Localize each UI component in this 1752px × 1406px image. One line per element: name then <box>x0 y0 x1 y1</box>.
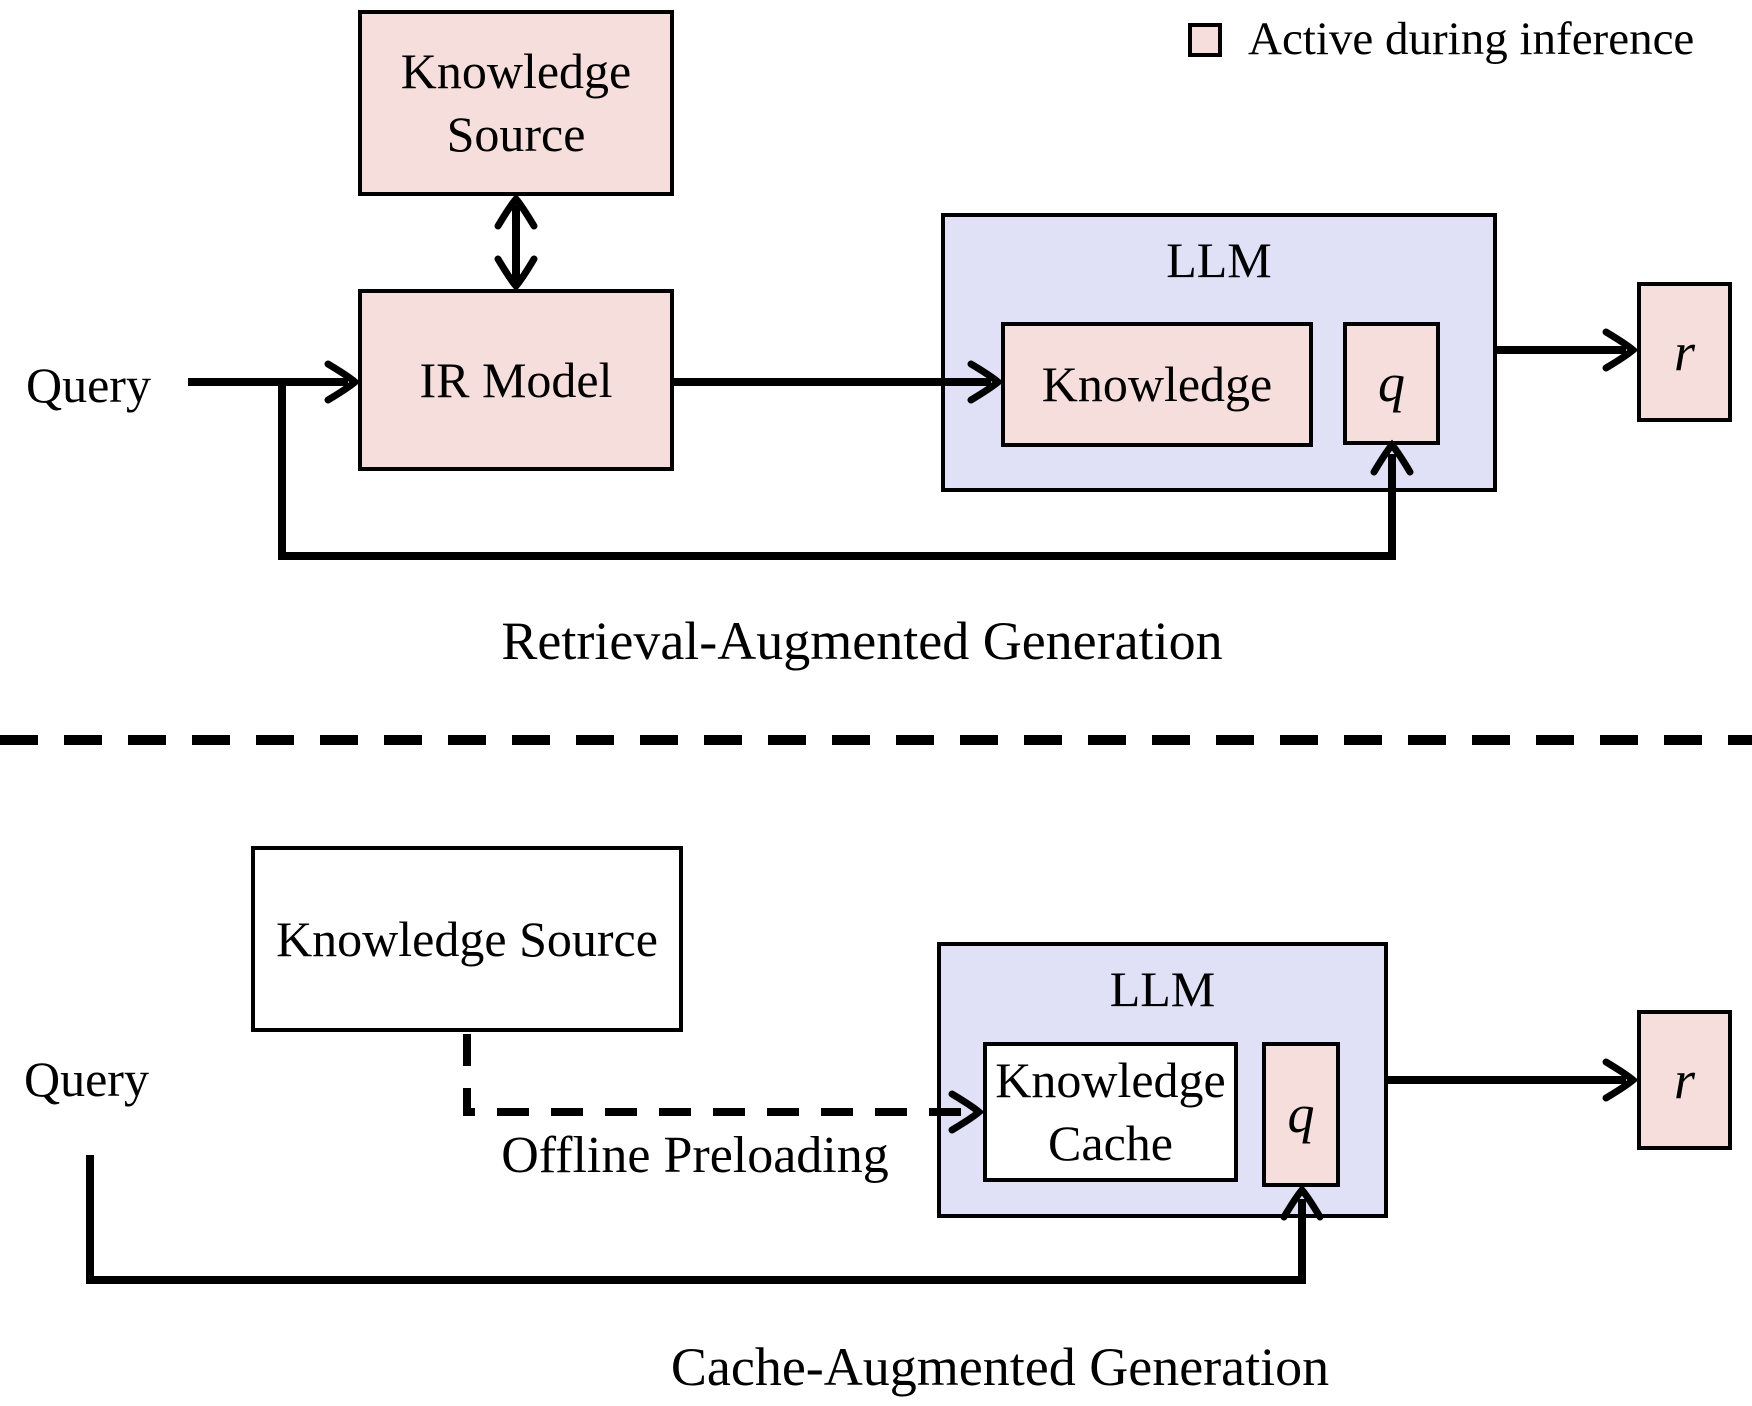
rag-llm-label: LLM <box>1166 232 1272 288</box>
rag-knowledge-label: Knowledge <box>1041 356 1273 412</box>
rag-ir-model-label: IR Model <box>419 351 613 408</box>
arrow-down-icon <box>494 255 538 292</box>
legend-label: Active during inference <box>1248 13 1695 65</box>
arrow-right-icon <box>1602 1058 1639 1102</box>
cag-query-label: Query <box>24 1051 149 1107</box>
rag-knowledge-box: Knowledge <box>1001 322 1313 447</box>
cag-response-box: r <box>1637 1010 1732 1150</box>
rag-knowledge-source-box: Knowledge Source <box>358 10 674 196</box>
arrow-right-icon <box>324 360 361 404</box>
cag-knowledge-source-label: Knowledge Source <box>276 910 658 967</box>
cag-offline-preloading-line <box>463 1034 972 1116</box>
arrow-right-icon <box>1602 328 1639 372</box>
cag-llm-label: LLM <box>1109 961 1216 1017</box>
cag-offline-preloading-label: Offline Preloading <box>501 1127 889 1184</box>
rag-section-title: Retrieval-Augmented Generation <box>501 611 1223 671</box>
arrow-up-icon <box>494 193 538 230</box>
cag-section-title: Cache-Augmented Generation <box>670 1337 1330 1397</box>
rag-response-label: r <box>1673 321 1695 382</box>
cag-knowledge-source-box: Knowledge Source <box>251 846 683 1032</box>
cag-knowledge-cache-label: Knowledge Cache <box>995 1052 1226 1171</box>
rag-ir-model-box: IR Model <box>358 289 674 471</box>
rag-query-token-box: q <box>1343 322 1440 445</box>
cag-query-token-label: q <box>1287 1084 1315 1145</box>
rag-query-label: Query <box>26 357 151 413</box>
rag-knowledge-source-label: Knowledge Source <box>400 43 632 162</box>
legend-active-swatch-icon <box>1188 23 1222 57</box>
rag-query-token-label: q <box>1378 353 1405 414</box>
cag-query-token-box: q <box>1262 1042 1340 1187</box>
cag-response-label: r <box>1673 1049 1695 1110</box>
rag-response-box: r <box>1637 282 1732 422</box>
cag-knowledge-cache-box: Knowledge Cache <box>983 1042 1238 1182</box>
